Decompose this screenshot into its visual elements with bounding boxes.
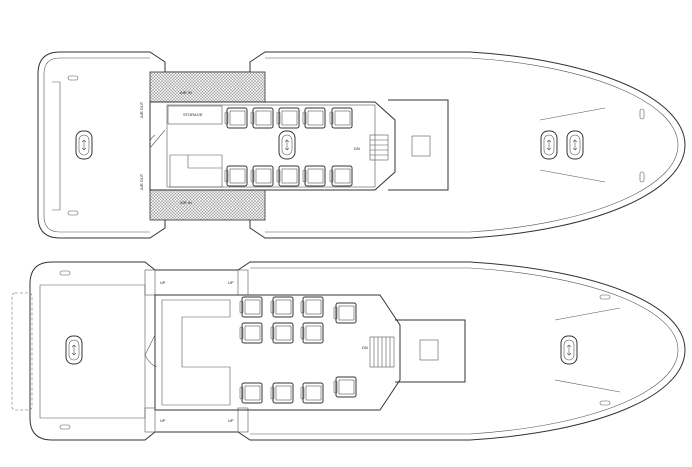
up-label: UP [160,418,166,423]
seat [329,165,353,187]
seat [302,165,326,187]
cleat-icon [59,270,71,276]
seat [270,322,294,344]
up-label: UP [228,280,234,285]
swim-platform [11,292,33,411]
console [411,135,431,157]
hatch-cover-icon [540,130,558,160]
hatch-cover-icon [65,335,83,365]
seat [270,382,294,404]
upper-deck: STORAGE DN AIR IN [37,51,686,239]
cleat-icon [59,424,71,430]
seat [302,107,326,129]
stair-label: DN [354,146,360,151]
hatch-cover-icon [75,130,93,160]
up-label: UP [160,280,166,285]
seat [300,322,324,344]
seat [250,165,274,187]
cleat-icon [67,210,79,216]
upper-cabin [149,101,396,191]
console [419,339,439,361]
up-label: UP [228,418,234,423]
cleat-icon [599,400,611,406]
seat [270,296,294,318]
seat [329,107,353,129]
seat-row-bottom [224,165,353,187]
walkway-top [149,71,266,103]
wheelhouse [388,99,449,191]
seat-block-forward [239,296,357,344]
seat-row-top [224,107,353,129]
cleat-icon [639,171,645,183]
seat [239,296,263,318]
seat [333,302,357,324]
air-out-label: AIR OUT [139,173,144,190]
door[interactable] [149,129,166,149]
stairs-down-main[interactable]: DN [362,336,395,368]
upper-hull-outline [37,51,686,239]
seat [300,382,324,404]
stairs-down-upper[interactable]: DN [354,134,389,161]
hatch-cover-icon [566,130,584,160]
cleat-icon [639,108,645,120]
storage-room [167,105,223,125]
seat [239,382,263,404]
air-out-label: AIR OUT [139,101,144,118]
main-cabin [154,294,401,411]
seat [276,165,300,187]
seat [300,296,324,318]
main-deck: UP UP UP UP DN [11,261,686,441]
door[interactable] [144,334,158,368]
main-hull-outline [29,261,686,441]
hatch-cover-icon [278,130,296,160]
cleat-icon [67,75,79,81]
seat [224,165,248,187]
seat [276,107,300,129]
stair-label: DN [362,345,368,350]
seat [239,322,263,344]
seat [333,376,357,398]
seat [250,107,274,129]
hatch-cover-icon [560,335,578,365]
storage-label: STORAGE [183,112,203,117]
wheelhouse [395,319,466,383]
walkway-bottom [149,189,266,221]
seat [224,107,248,129]
seat-block-aft [239,376,357,404]
cleat-icon [599,294,611,300]
air-in-label: AIR IN [180,200,192,205]
air-in-label: AIR IN [180,90,192,95]
